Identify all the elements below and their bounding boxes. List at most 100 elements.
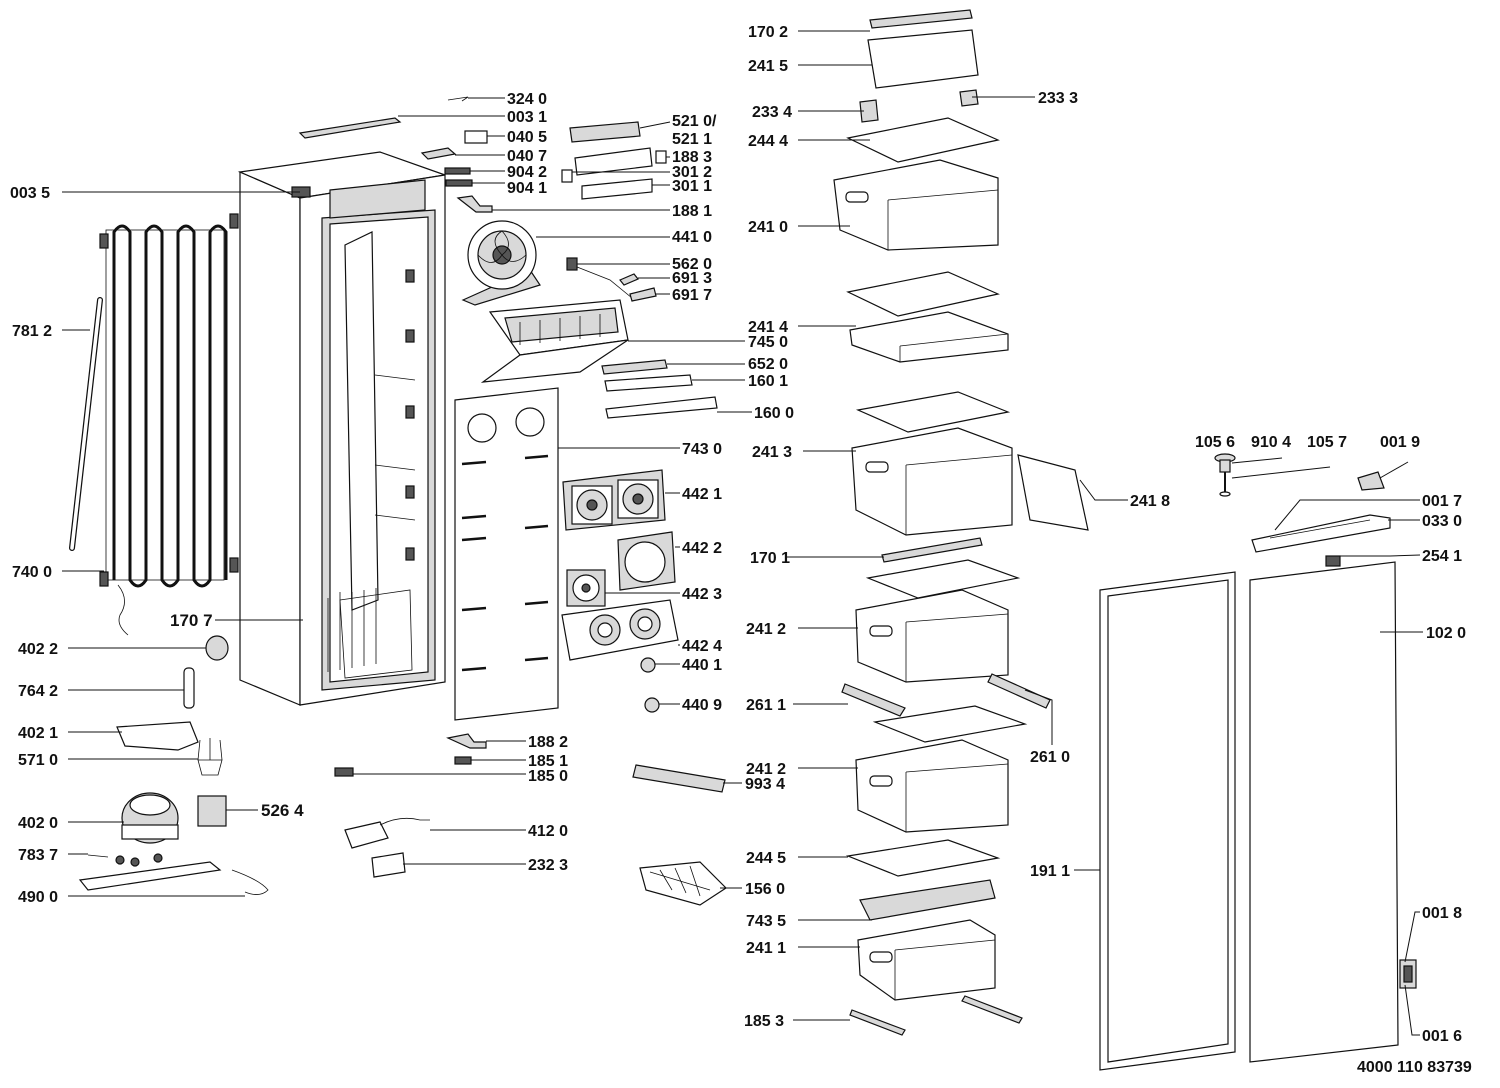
fan-assembly-441 [461,220,541,306]
label-745-0: 745 0 [748,334,788,351]
leader-lines [62,30,1423,1036]
shelf-241-4-glass [846,271,1000,317]
label-764-2: 764 2 [18,683,58,700]
label-904-2: 904 2 [507,164,547,181]
label-301-1: 301 1 [672,178,712,195]
label-441-0: 441 0 [672,229,712,246]
label-254-1: 254 1 [1422,548,1462,565]
door-hinge [1399,959,1417,989]
cover-241-5 [867,29,979,89]
drawer-241-2b [855,739,1009,833]
fan-442-3 [566,569,606,607]
label-160-0: 160 0 [754,405,794,422]
label-185-0: 185 0 [528,768,568,785]
rail-170-1 [881,537,983,563]
door-gasket [1099,571,1236,1071]
label-102-0: 102 0 [1426,625,1466,642]
label-402-2: 402 2 [18,641,58,658]
bracket-small [420,147,457,160]
shelf-244-4 [846,117,1000,163]
bracket-188-2 [446,733,487,749]
label-783-7: 783 7 [18,847,58,864]
grommet-440-9 [644,697,660,713]
label-188-3: 188 3 [672,149,712,166]
compressor-402-0 [121,792,179,844]
part-526-4 [197,795,227,827]
relay-box-412 [344,817,430,849]
condenser-coil [99,213,239,636]
drawer-241-1 [857,919,996,1001]
label-244-4: 244 4 [748,133,788,150]
label-156-0: 156 0 [745,881,785,898]
drawer-241-3 [851,427,1013,536]
drier-764-2 [183,667,195,709]
label-241-1: 241 1 [746,940,786,957]
power-cord [231,869,269,895]
label-562-0: 562 0 [672,256,712,273]
label-001-8: 001 8 [1422,905,1462,922]
label-442-4: 442 4 [682,638,722,655]
grommet-440-1 [640,657,656,673]
connector-b [445,179,473,187]
label-442-2: 442 2 [682,540,722,557]
bracket-233-4 [859,99,879,123]
label-001-6: 001 6 [1422,1028,1462,1045]
label-241-8: 241 8 [1130,493,1170,510]
part-783-7 [87,854,109,858]
label-170-1: 170 1 [750,550,790,567]
label-170-2: 170 2 [748,24,788,41]
drawer-241-2a [855,589,1009,683]
label-232-3: 232 3 [528,857,568,874]
bracket-233-3 [959,89,979,107]
shelf-244-5 [845,839,1001,877]
label-241-3: 241 3 [752,444,792,461]
hinge-pin [1214,453,1236,497]
foot-a [115,855,125,865]
hinge-bracket [1251,514,1391,553]
label-993-4: 993 4 [745,776,785,793]
sensor-562 [566,257,578,271]
part-402-2 [205,635,229,661]
drain-tube [69,297,103,551]
label-781-2: 781 2 [12,323,52,340]
part-labels: 170 2 241 5 233 4 233 3 244 4 241 0 241 … [10,24,1472,1076]
cabinet [237,151,446,706]
fan-pair-442-1 [562,469,666,531]
label-241-5: 241 5 [748,58,788,75]
label-241-4: 241 4 [748,319,788,336]
label-301-2: 301 2 [672,164,712,181]
clip-188-3 [655,150,667,164]
label-442-1: 442 1 [682,486,722,503]
rail-261-0 [987,673,1051,709]
label-105-7: 105 7 [1307,434,1347,451]
label-188-2: 188 2 [528,734,568,751]
label-402-1: 402 1 [18,725,58,742]
label-191-1: 191 1 [1030,863,1070,880]
part-571-0 [197,738,223,776]
label-232-3 [371,852,406,878]
clip-301-2 [561,169,573,183]
rail-185-3a [849,1009,906,1036]
evaporator-housing [480,299,629,383]
label-652-0: 652 0 [748,356,788,373]
label-003-5: 003 5 [10,185,50,202]
bracket-188-1 [456,195,493,213]
label-442-3: 442 3 [682,586,722,603]
sensor-wire [571,264,633,299]
part-185-1 [454,756,472,765]
label-040-7: 040 7 [507,148,547,165]
tray-402-1 [116,721,199,751]
label-440-1: 440 1 [682,657,722,674]
label-691-3: 691 3 [672,270,712,287]
connector-a [444,167,471,175]
label-571-0: 571 0 [18,752,58,769]
label-160-1: 160 1 [748,373,788,390]
part-652-0 [601,359,668,375]
tray-241-4 [849,311,1009,363]
rear-panel [454,387,559,721]
door-panel [1249,555,1399,1063]
part-691-3 [619,273,639,286]
tray-743-5 [859,879,996,921]
part-185-0 [334,767,354,777]
